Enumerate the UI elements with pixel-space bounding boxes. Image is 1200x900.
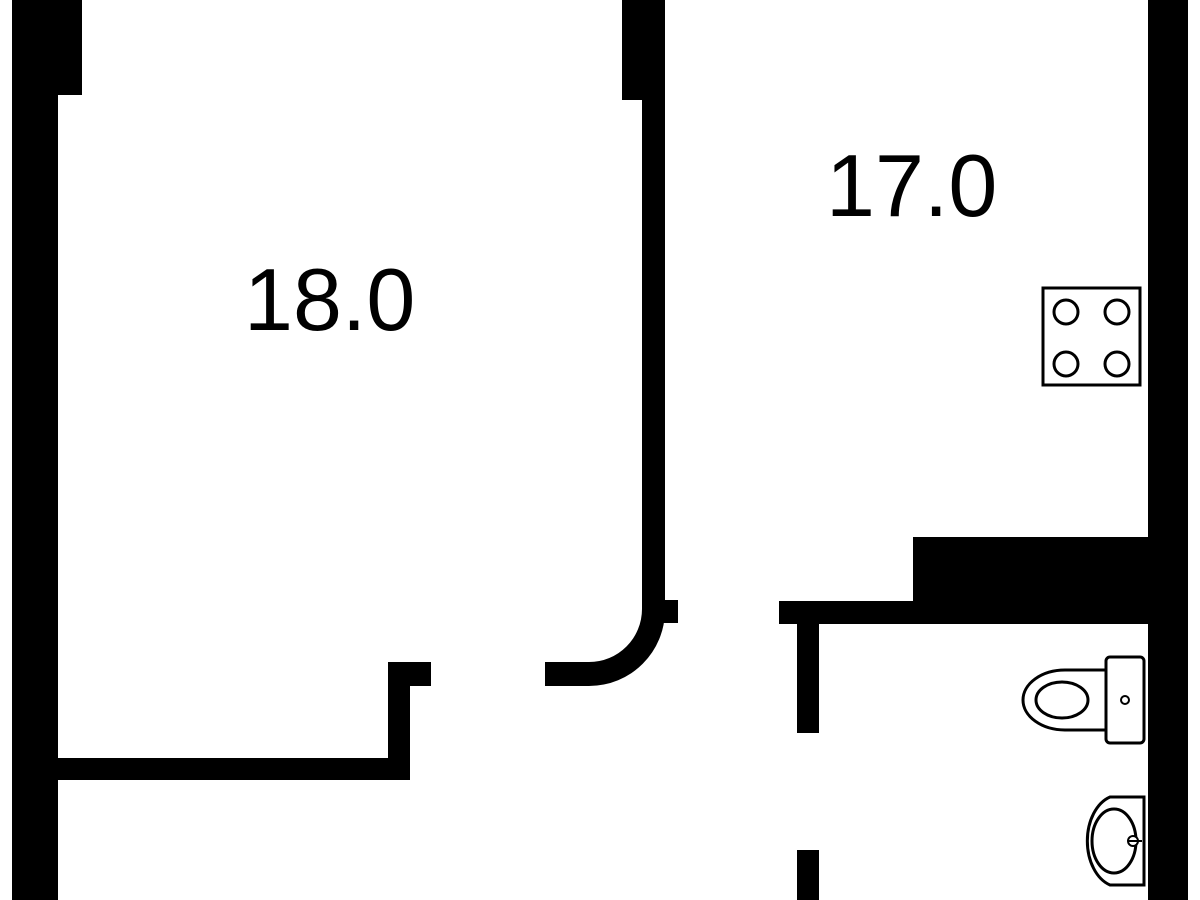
wall-right-outer (1148, 0, 1188, 900)
wall-mid-vertical (642, 100, 665, 600)
wall-bath-left-lower (797, 850, 819, 900)
toilet-icon (1021, 655, 1146, 745)
wall-room1-notch-top (388, 662, 431, 686)
wall-bath-top (779, 601, 1148, 624)
sink-icon (1085, 795, 1146, 887)
wall-left-stub (58, 0, 82, 95)
wall-kitchen-block (913, 537, 1148, 607)
wall-bath-left-upper (797, 601, 819, 733)
wall-room1-bottom (58, 758, 410, 780)
wall-curved-corner (545, 600, 665, 686)
wall-left-outer (12, 0, 58, 900)
stove-icon (1041, 286, 1142, 387)
wall-room1-notch-vertical (388, 662, 410, 780)
exterior-walls (12, 0, 1188, 900)
interior-walls (58, 0, 1148, 900)
room-area-label: 18.0 (244, 250, 416, 349)
wall-mid-top-block (622, 0, 665, 100)
room-area-label: 17.0 (826, 136, 998, 235)
